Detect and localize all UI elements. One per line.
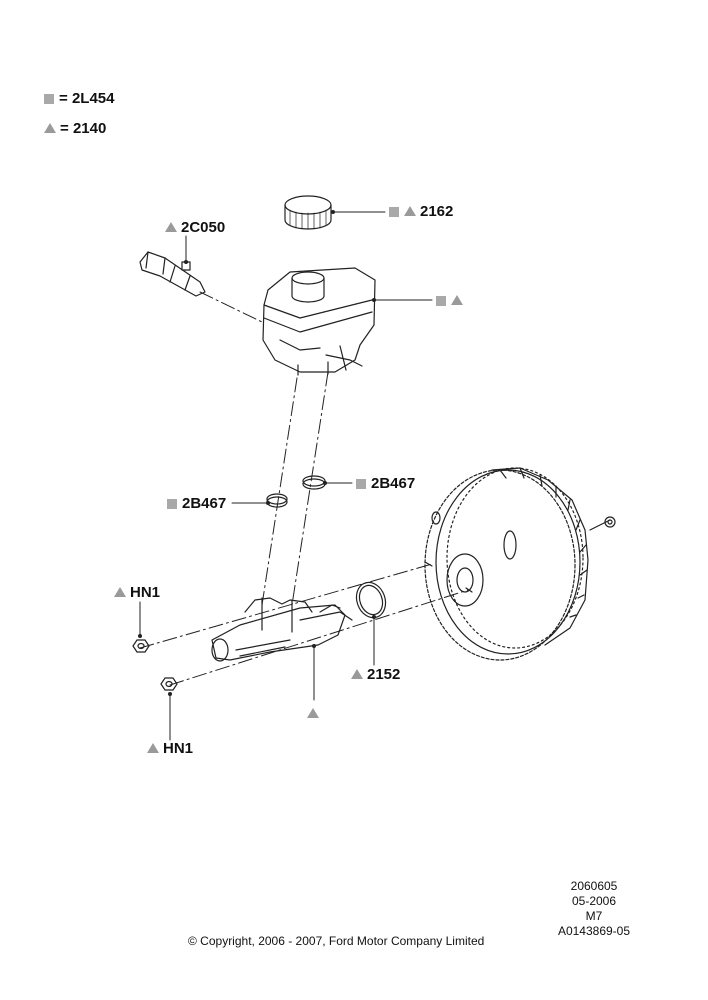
drawing-metadata: 2060605 05-2006 M7 A0143869-05 xyxy=(539,879,649,939)
reference-number: 2060605 xyxy=(570,879,618,893)
legend-square-entry: = 2L454 xyxy=(44,91,114,107)
callout-reservoir-cap: 2162 xyxy=(389,204,453,220)
image-code: A0143869-05 xyxy=(557,924,631,938)
triangle-marker-icon xyxy=(114,587,126,597)
brake-booster xyxy=(424,467,616,661)
callout-fluid-reservoir xyxy=(436,293,467,309)
callout-grommet-right-text: 2B467 xyxy=(371,475,416,492)
triangle-marker-icon xyxy=(451,295,463,305)
nut-upper-shape xyxy=(132,639,150,653)
callout-seal-ring: 2152 xyxy=(351,667,400,683)
square-marker-icon xyxy=(44,94,54,104)
seal-ring-shape xyxy=(355,581,387,619)
model-code: M7 xyxy=(585,909,603,923)
triangle-marker-icon xyxy=(165,222,177,232)
fluid-reservoir xyxy=(262,267,376,376)
master-cylinder xyxy=(211,597,353,662)
callout-leaders xyxy=(139,211,433,741)
copyright-notice: © Copyright, 2006 - 2007, Ford Motor Com… xyxy=(188,934,485,948)
triangle-marker-icon xyxy=(147,743,159,753)
leader-dots xyxy=(138,210,376,696)
triangle-marker-icon xyxy=(404,206,416,216)
square-marker-icon xyxy=(436,296,446,306)
callout-fluid-level-sensor: 2C050 xyxy=(165,220,225,236)
callout-nut-lower: HN1 xyxy=(147,741,193,757)
callout-grommet-left: 2B467 xyxy=(167,496,226,512)
triangle-marker-icon xyxy=(351,669,363,679)
legend-triangle-part: 2140 xyxy=(72,120,107,137)
callout-fluid-level-sensor-text: 2C050 xyxy=(181,219,226,236)
fluid-level-sensor xyxy=(139,251,206,297)
callout-triangle-markers xyxy=(307,708,319,718)
square-marker-icon xyxy=(167,499,177,509)
grommet-left-shape xyxy=(266,493,288,508)
assembly-centerlines xyxy=(139,291,469,686)
callout-nut-upper: HN1 xyxy=(114,585,160,601)
callout-reservoir-cap-text: 2162 xyxy=(420,203,454,220)
triangle-marker-icon xyxy=(44,123,56,133)
callout-grommet-right: 2B467 xyxy=(356,476,415,492)
reservoir-cap xyxy=(284,195,332,230)
legend-square-part: 2L454 xyxy=(71,90,115,107)
callout-seal-ring-text: 2152 xyxy=(367,666,401,683)
legend-triangle-entry: = 2140 xyxy=(44,121,106,137)
drawing-date: 05-2006 xyxy=(571,894,617,908)
callout-nut-lower-text: HN1 xyxy=(163,740,194,757)
nut-lower-shape xyxy=(160,677,178,691)
square-marker-icon xyxy=(356,479,366,489)
square-marker-icon xyxy=(389,207,399,217)
callout-grommet-left-text: 2B467 xyxy=(182,495,227,512)
callout-nut-upper-text: HN1 xyxy=(130,584,161,601)
grommet-right-shape xyxy=(302,475,326,490)
